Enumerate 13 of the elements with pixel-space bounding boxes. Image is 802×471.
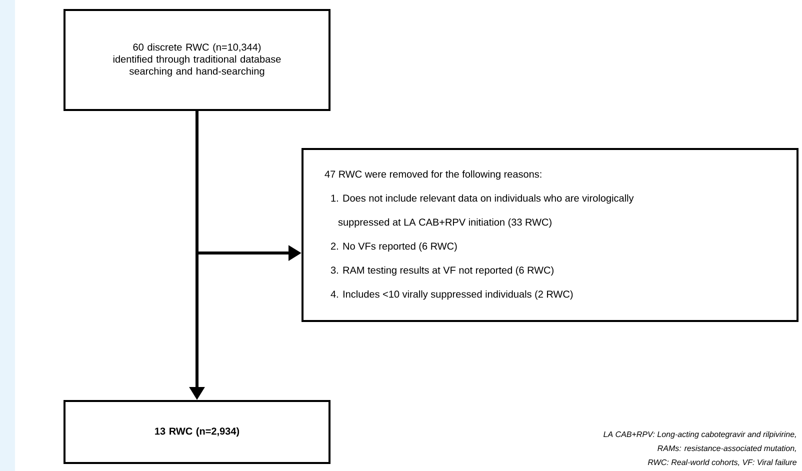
exclusion-reason: 4. Includes <10 virally suppressed individuals (2 RWC)	[330, 290, 573, 300]
source-box	[64, 9, 330, 111]
result-box	[64, 400, 330, 464]
exclusion-reason: 3. RAM testing results at VF not reported (6 RWC)	[330, 266, 554, 276]
exclusion-reason: 2. No VFs reported (6 RWC)	[331, 242, 457, 252]
footnote: RWC: Real-world cohorts, VF: Viral failure	[648, 459, 796, 466]
cohort-count: 13 RWC (n=2,934)	[155, 427, 240, 437]
footnote: LA CAB+RPV: Long-acting cabotegravir and rilpivirine,	[604, 431, 796, 439]
box-text: 60 discrete RWC (n=10,344) identified through traditional database searching and hand-searching	[113, 43, 281, 77]
exclusion-reason: 1. Does not include relevant data on individuals who are virologically suppressed at LA CAB+RPV initiation (33 RWC)	[331, 194, 634, 228]
footnote: RAMs: resistance-associated mutation,	[658, 445, 796, 452]
exclusion-box	[302, 148, 799, 322]
exclusion-heading: 47 RWC were removed for the following reasons:	[324, 170, 542, 180]
